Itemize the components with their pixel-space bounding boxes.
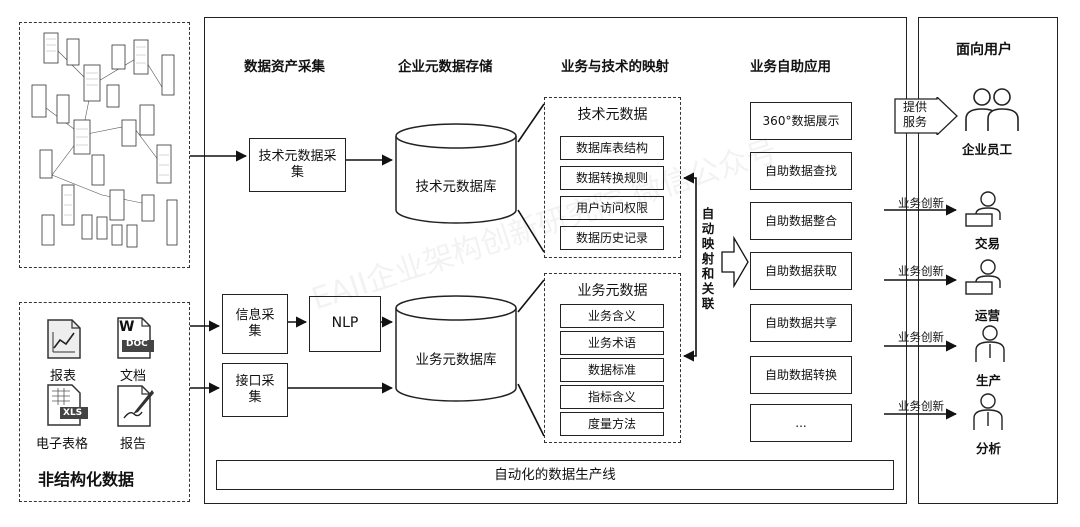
employees-icon — [965, 88, 1019, 131]
app-data-conversion: 自助数据转换 — [750, 356, 852, 394]
app-label: 自助数据整合 — [764, 213, 837, 228]
doc-type-label-spreadsheet: 电子表格 — [36, 437, 89, 452]
api-collect-box: 接口采集 — [222, 363, 288, 417]
biz-item-measurement: 度量方法 — [560, 412, 664, 436]
app-label: 自助数据转换 — [764, 367, 837, 382]
tech-item-label: 数据库表结构 — [575, 140, 648, 155]
app-data-integration: 自助数据整合 — [750, 202, 852, 240]
tech-item-history: 数据历史记录 — [560, 226, 664, 250]
spreadsheet-icon — [47, 384, 88, 426]
producer-icon — [975, 325, 1005, 362]
header-mapping: 业务与技术的映射 — [561, 59, 669, 75]
tech-metadata-db-cylinder — [395, 123, 517, 224]
main-frame — [204, 17, 907, 504]
table-schema-graph — [31, 32, 178, 248]
word-badge-text: W — [119, 319, 135, 335]
unstructured-data-title: 非结构化数据 — [38, 470, 135, 489]
nlp-box: NLP — [309, 296, 381, 352]
tech-item-transform-rules: 数据转换规则 — [560, 166, 664, 190]
tech-metadata-panel — [544, 97, 681, 258]
app-data-search: 自助数据查找 — [750, 152, 852, 190]
app-label: 自助数据获取 — [764, 263, 837, 278]
role-label-ops: 运营 — [975, 308, 1001, 323]
unstructured-data-panel — [19, 302, 190, 502]
tech-metadata-collect-box: 技术元数据采集 — [249, 138, 346, 192]
tech-metadata-title: 技术元数据 — [577, 107, 648, 123]
tech-metadata-db-label: 技术元数据库 — [415, 179, 497, 195]
auto-mapping-label: 自动映射和关联 — [701, 206, 715, 311]
biz-item-terms: 业务术语 — [560, 331, 664, 355]
innovation-label-ops: 业务创新 — [898, 264, 944, 278]
doc-type-label-report: 报表 — [50, 369, 77, 384]
employees-label: 企业员工 — [962, 142, 1013, 157]
tech-item-table-structure: 数据库表结构 — [560, 136, 664, 160]
role-label-production: 生产 — [976, 373, 1002, 388]
report-chart-icon — [47, 319, 81, 359]
xls-badge-text: XLS — [63, 408, 83, 418]
pipeline-bar: 自动化的数据生产线 — [216, 460, 894, 490]
api-collect-label: 接口采集 — [235, 373, 275, 405]
provide-service-label: 提供服务 — [902, 100, 927, 129]
biz-item-label: 指标含义 — [587, 389, 636, 404]
word-document-icon — [117, 317, 154, 359]
header-metadata-storage: 企业元数据存储 — [398, 59, 493, 75]
doc-type-label-report2: 报告 — [120, 437, 147, 452]
provide-service-arrow — [894, 97, 958, 135]
innovation-label-production: 业务创新 — [898, 330, 944, 344]
app-label: ... — [795, 415, 807, 430]
info-collect-box: 信息采集 — [222, 294, 288, 354]
role-label-trade: 交易 — [975, 236, 1001, 251]
tech-item-label: 数据转换规则 — [575, 170, 648, 185]
biz-metadata-title: 业务元数据 — [577, 283, 648, 299]
biz-item-indicators: 指标含义 — [560, 385, 664, 409]
biz-item-label: 业务术语 — [587, 335, 636, 350]
biz-item-label: 业务含义 — [587, 308, 636, 323]
app-data-acquisition: 自助数据获取 — [750, 252, 852, 290]
tech-item-access-rights: 用户访问权限 — [560, 196, 664, 220]
app-label: 360°数据展示 — [762, 113, 840, 128]
header-self-service-apps: 业务自助应用 — [750, 59, 831, 75]
doc-type-label-document: 文档 — [120, 369, 147, 384]
app-data-sharing: 自助数据共享 — [750, 304, 852, 342]
users-frame — [918, 17, 1058, 504]
biz-item-label: 数据标准 — [587, 362, 636, 377]
innovation-label-trade: 业务创新 — [898, 196, 944, 210]
analyst-icon — [973, 393, 1003, 430]
biz-item-standards: 数据标准 — [560, 358, 664, 382]
header-users: 面向用户 — [956, 42, 1012, 58]
operator-icon — [965, 259, 1001, 295]
biz-item-label: 度量方法 — [587, 416, 636, 431]
app-360-display: 360°数据展示 — [750, 102, 852, 140]
tech-item-label: 数据历史记录 — [575, 230, 648, 245]
role-label-analysis: 分析 — [976, 441, 1002, 456]
biz-item-meaning: 业务含义 — [560, 304, 664, 328]
header-data-collection: 数据资产采集 — [244, 59, 325, 75]
biz-metadata-db-label: 业务元数据库 — [415, 352, 497, 368]
info-collect-label: 信息采集 — [235, 307, 275, 339]
table-schema-panel — [19, 22, 190, 268]
pipeline-label: 自动化的数据生产线 — [494, 466, 616, 483]
app-label: 自助数据共享 — [764, 315, 837, 330]
trader-icon — [965, 191, 1001, 227]
biz-metadata-db-cylinder — [395, 295, 517, 402]
biz-metadata-panel — [544, 273, 681, 443]
tech-item-label: 用户访问权限 — [575, 200, 648, 215]
app-label: 自助数据查找 — [764, 163, 837, 178]
tech-metadata-collect-label: 技术元数据采集 — [258, 148, 337, 180]
doc-badge-text: DOC — [126, 339, 148, 349]
app-more: ... — [750, 404, 852, 442]
innovation-label-analysis: 业务创新 — [898, 399, 944, 413]
nlp-label: NLP — [331, 315, 359, 332]
report-pen-icon — [117, 385, 154, 427]
